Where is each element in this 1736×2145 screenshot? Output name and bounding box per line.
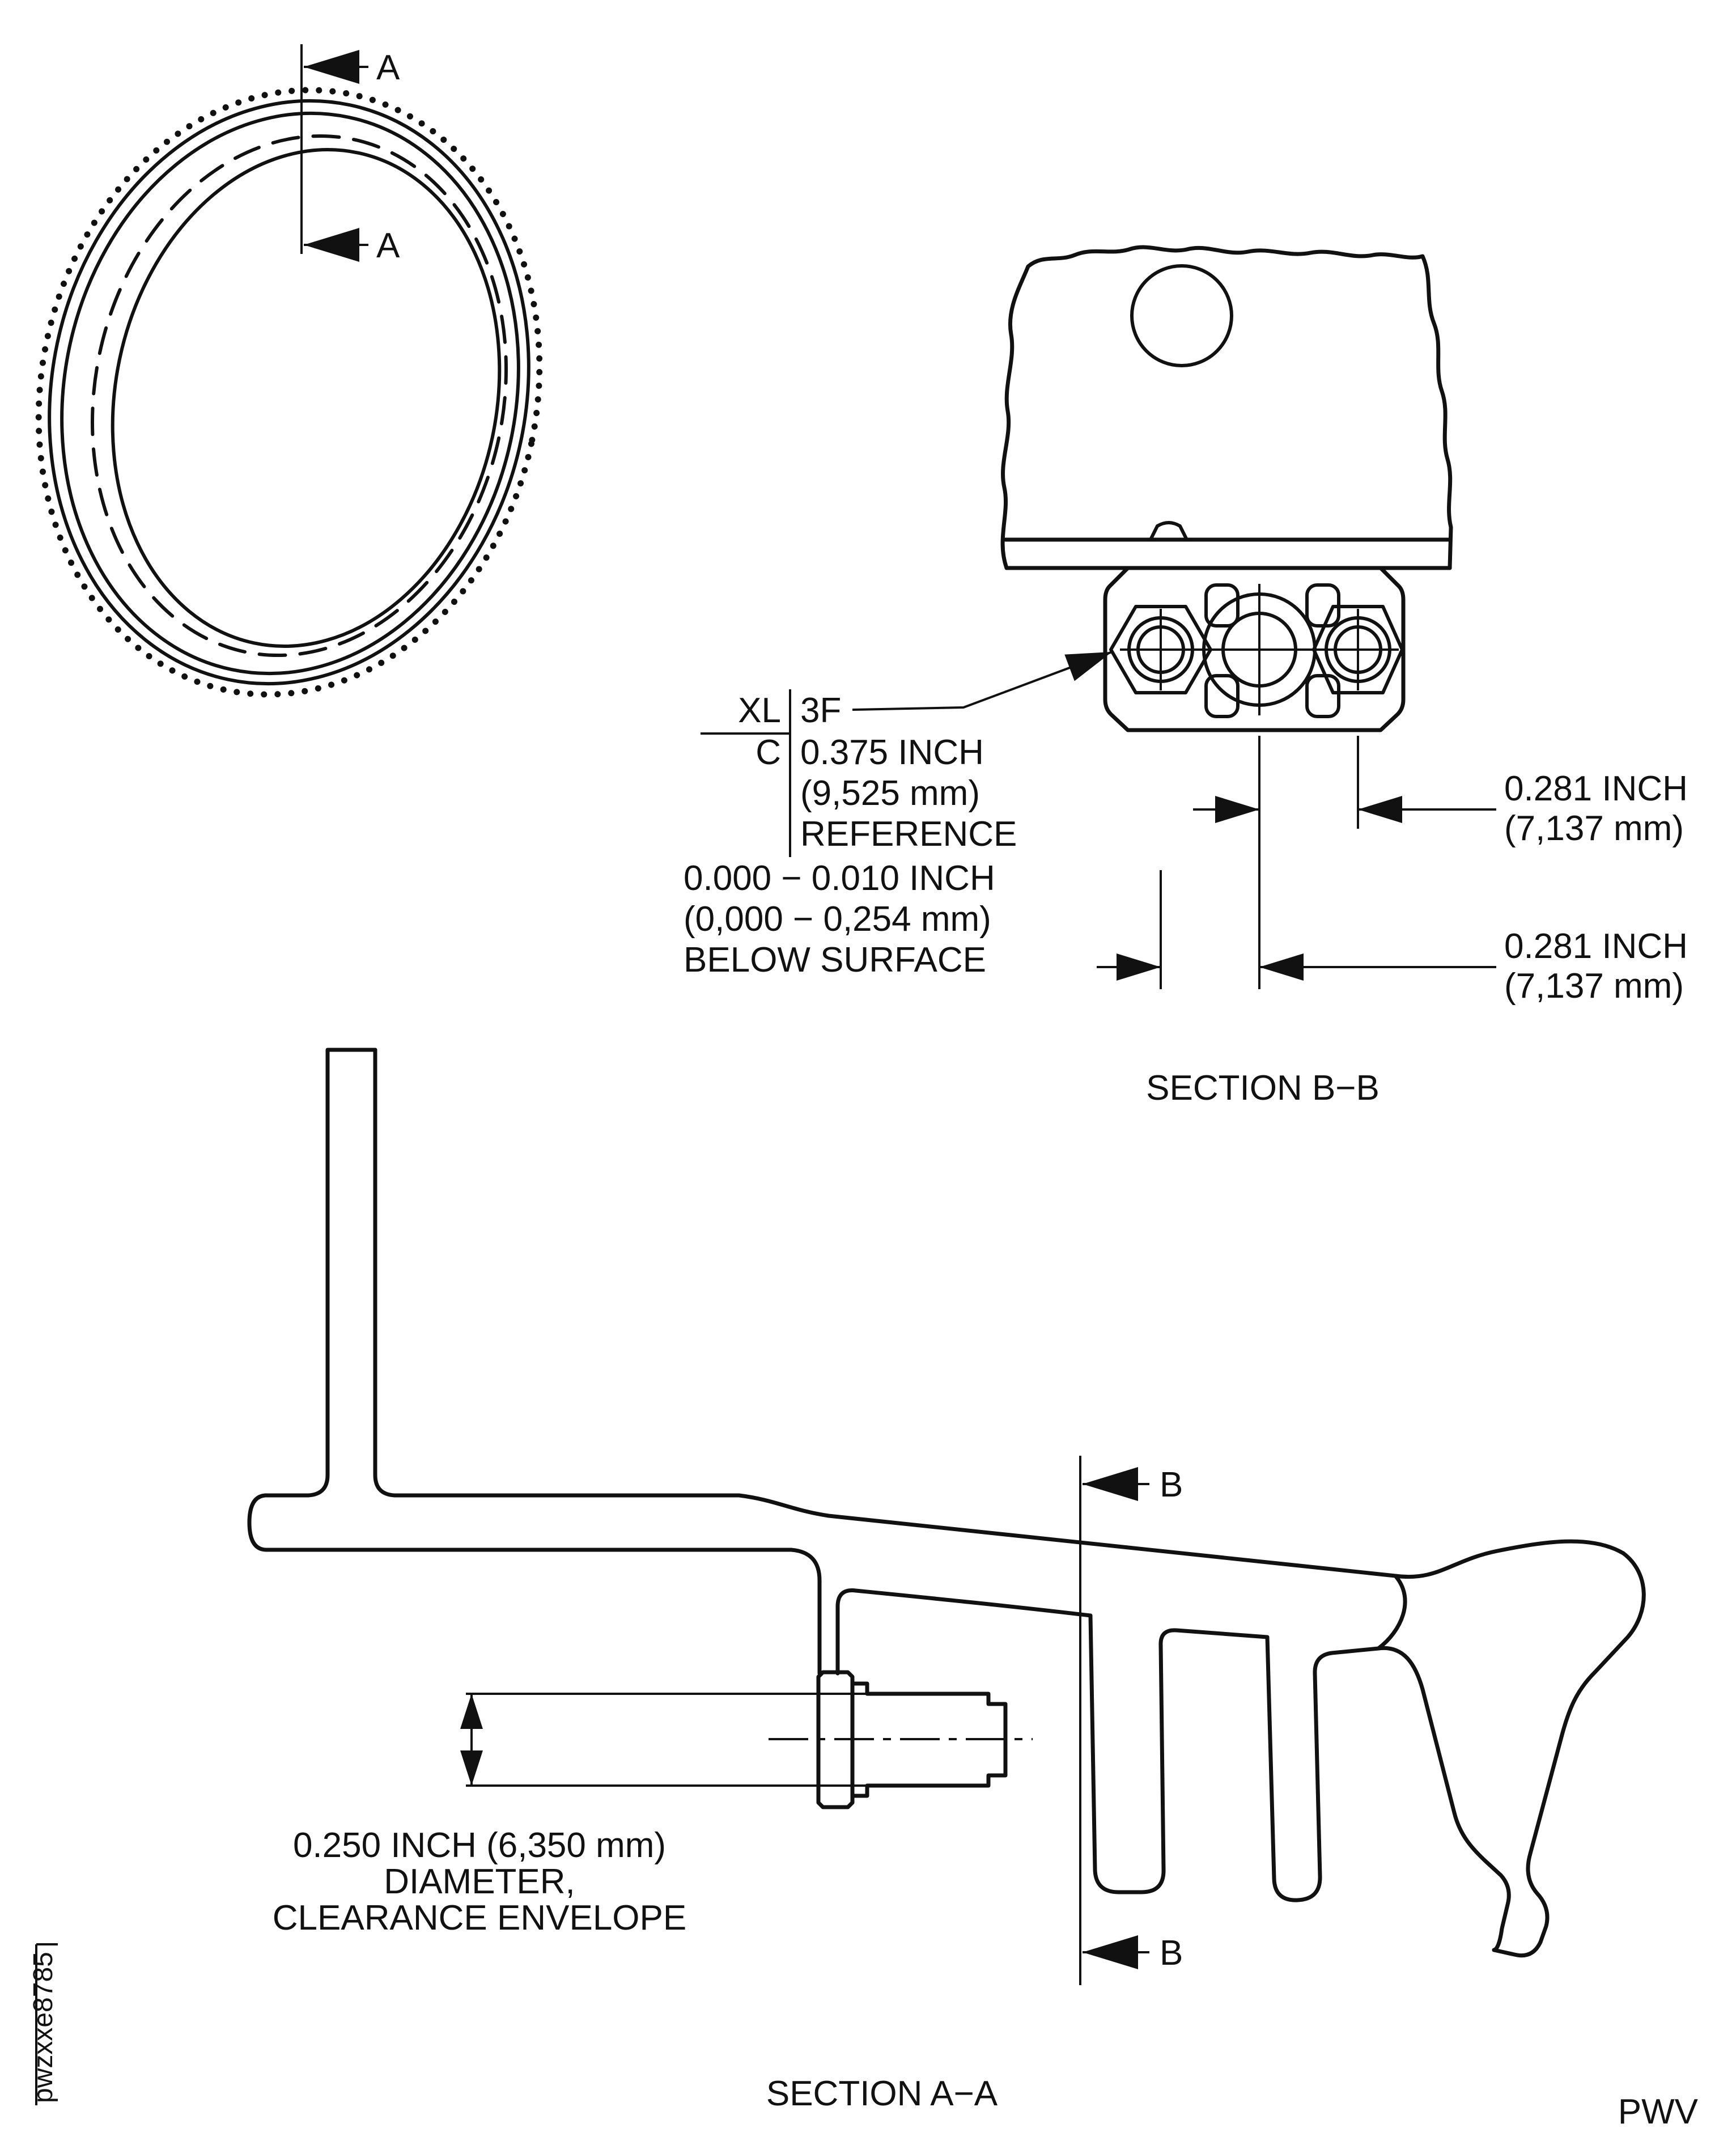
callout-value-line3: REFERENCE <box>800 815 1017 854</box>
dimension-250-clearance: 0.250 INCH (6,350 mm) DIAMETER, CLEARANC… <box>273 1693 867 1938</box>
dim-upper-text-line2: (7,137 mm) <box>1504 809 1684 848</box>
clearance-text-line1: 0.250 INCH (6,350 mm) <box>293 1826 666 1865</box>
callout-note-line2: (0,000 − 0,254 mm) <box>684 900 991 939</box>
slot-bottom-left <box>1204 674 1240 718</box>
section-a-label-bottom: A <box>376 226 400 265</box>
callout-leader-line <box>852 651 1113 711</box>
section-bb-title: SECTION B−B <box>1146 1069 1380 1108</box>
dim-lower-text-line2: (7,137 mm) <box>1504 966 1684 1006</box>
dim-arrow-icon <box>1358 796 1402 823</box>
dim-arrow-icon <box>460 1694 483 1729</box>
section-a-label-top: A <box>376 48 400 87</box>
fork-prong-right <box>1265 1635 1381 1902</box>
right-spotface-hex <box>1312 605 1404 694</box>
dimension-281-lower: 0.281 INCH (7,137 mm) <box>1097 870 1688 1006</box>
fork-prong-left <box>1088 1613 1270 1894</box>
arm-top-edge <box>373 1048 1398 1578</box>
arm-end-fillet <box>1376 1574 1407 1651</box>
dim-arrow-icon <box>1259 953 1304 981</box>
footer: pwzxxe8785 PWV <box>28 1943 1699 2131</box>
stud-flange <box>816 1670 855 1809</box>
callout-code-right: 3F <box>800 691 841 730</box>
dim-arrow-icon <box>1117 953 1161 981</box>
arm-underside <box>835 1588 1093 1676</box>
clearance-text-line2: DIAMETER, <box>384 1862 575 1901</box>
callout-code-left: XL <box>738 691 781 730</box>
section-b-label-bottom: B <box>1160 1934 1183 1973</box>
left-spotface-hex <box>1109 605 1212 694</box>
callout-value-line1: 0.375 INCH <box>800 733 984 772</box>
publisher-code: PWV <box>1618 2092 1699 2131</box>
ring-rim-inner-edge <box>60 111 520 676</box>
callout-row2-left: C <box>755 733 781 772</box>
callout-value-line2: (9,525 mm) <box>800 774 980 813</box>
ring-outer-rim <box>48 99 530 686</box>
dim-arrow-icon <box>460 1750 483 1786</box>
callout-leader-arrow-icon <box>1064 652 1112 681</box>
slot-bottom-right <box>1305 674 1340 718</box>
right-member-inner-edge <box>1376 1646 1511 1952</box>
right-lug-top-edge <box>1393 1539 1625 1579</box>
section-bb-view <box>1000 245 1453 732</box>
section-aa-view <box>247 1048 1646 1958</box>
slot-top-right <box>1305 583 1340 628</box>
section-aa-title: SECTION A−A <box>766 2074 998 2113</box>
right-member-outer-edge <box>1492 1551 1646 1958</box>
drawing-id: pwzxxe8785 <box>28 1952 58 2103</box>
ring-isometric-view <box>35 87 543 698</box>
slot-top-left <box>1204 583 1240 628</box>
dim-lower-text-line1: 0.281 INCH <box>1504 927 1688 966</box>
ring-hidden-edge <box>91 134 508 658</box>
callout-note-line3: BELOW SURFACE <box>684 940 986 980</box>
dimension-281-upper: 0.281 INCH (7,137 mm) <box>1193 736 1688 989</box>
web-and-flange-outline <box>247 1048 822 1676</box>
spotface-callout: XL 3F C 0.375 INCH (9,525 mm) REFERENCE … <box>684 651 1113 980</box>
clearance-text-line3: CLEARANCE ENVELOPE <box>273 1898 686 1938</box>
section-b-cutting-plane: B B <box>1079 1456 1183 1985</box>
section-b-label-top: B <box>1160 1465 1183 1504</box>
callout-note-line1: 0.000 − 0.010 INCH <box>684 859 995 898</box>
ring-bore-edge <box>111 148 502 648</box>
ring-teeth-outline <box>35 87 543 698</box>
case-hole <box>1130 264 1233 367</box>
dim-upper-text-line1: 0.281 INCH <box>1504 769 1688 808</box>
dim-arrow-icon <box>1215 796 1259 823</box>
flange-tab <box>1149 521 1189 541</box>
stud-profile <box>769 1670 1033 1809</box>
boss-bracket-outline <box>1103 566 1406 732</box>
case-break-outline <box>1000 245 1453 570</box>
section-a-cutting-plane: A A <box>300 44 400 265</box>
